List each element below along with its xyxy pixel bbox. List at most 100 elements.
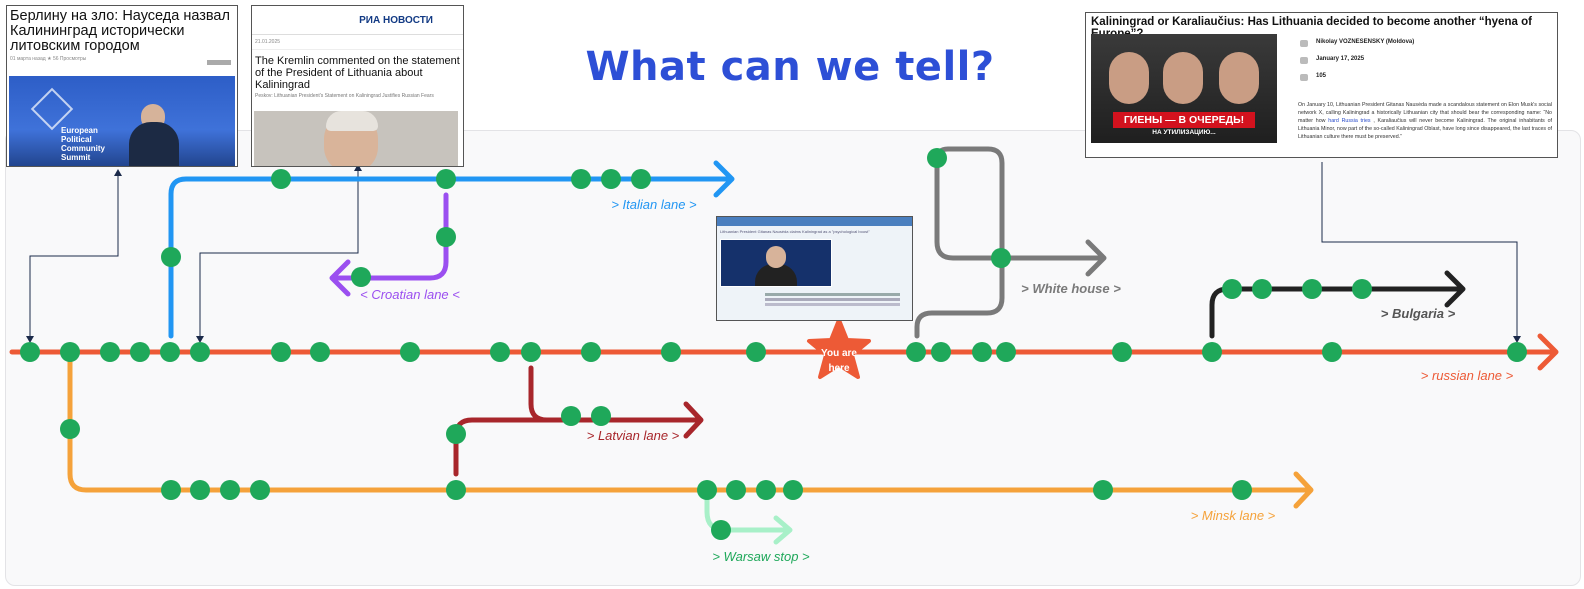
station-dot[interactable] (1507, 342, 1527, 362)
card4-face-center (1163, 52, 1203, 104)
station-dot[interactable] (927, 148, 947, 168)
station-dot[interactable] (601, 169, 621, 189)
station-dot[interactable] (591, 406, 611, 426)
station-dot[interactable] (661, 342, 681, 362)
card2-photo (254, 111, 458, 166)
card1-meta: 01 марта назад ★ 56 Просмотры (10, 56, 87, 62)
station-dot[interactable] (271, 169, 291, 189)
lane-croatian (333, 192, 449, 281)
station-dot[interactable] (130, 342, 150, 362)
article-card-berlin[interactable]: Берлину на зло: Науседа назвал Калинингр… (6, 5, 238, 167)
card1-headline: Берлину на зло: Науседа назвал Калинингр… (10, 8, 230, 54)
station-dot[interactable] (996, 342, 1016, 362)
card4-body: On January 10, Lithuanian President Gita… (1298, 101, 1552, 141)
card4-face-right (1219, 52, 1259, 104)
station-dot[interactable] (446, 424, 466, 444)
card2-headline: The Kremlin commented on the statement o… (255, 55, 460, 91)
station-dot[interactable] (310, 342, 330, 362)
station-dot[interactable] (100, 342, 120, 362)
station-dot[interactable] (161, 480, 181, 500)
station-dot[interactable] (1222, 279, 1242, 299)
card3-toolbar (717, 217, 912, 226)
you-are-here-line2: here (828, 363, 850, 374)
card2-subtitle: Peskov: Lithuanian President's Statement… (255, 93, 434, 99)
station-dot[interactable] (436, 169, 456, 189)
card4-body-part2: , Karaliaučius will never become Kalinin… (1298, 118, 1552, 140)
card4-body-link[interactable]: hard Russia tries (1328, 118, 1371, 124)
card4-body-part1: On January 10, Lithuanian President Gita… (1298, 102, 1552, 124)
connector-card2 (199, 168, 359, 342)
station-dot[interactable] (756, 480, 776, 500)
station-dot[interactable] (20, 342, 40, 362)
lane-minsk (67, 349, 1309, 493)
station-dot[interactable] (561, 406, 581, 426)
lane-bulgaria-arrow (1444, 270, 1466, 308)
calendar-icon (1300, 57, 1308, 64)
card3-body (755, 264, 797, 286)
station-dot[interactable] (1252, 279, 1272, 299)
station-dot[interactable] (931, 342, 951, 362)
card4-banner-sub: НА УТИЛИЗАЦИЮ... (1152, 129, 1216, 136)
speaker-body (129, 122, 179, 166)
station-dot[interactable] (1093, 480, 1113, 500)
station-dot[interactable] (161, 247, 181, 267)
station-dot[interactable] (906, 342, 926, 362)
lane-white-house-loop (914, 146, 1005, 339)
station-dot[interactable] (271, 342, 291, 362)
lane-italian-arrow (713, 160, 735, 198)
station-dot[interactable] (1322, 342, 1342, 362)
eye-icon (1300, 74, 1308, 81)
station-dot[interactable] (220, 480, 240, 500)
card1-tag (207, 60, 231, 65)
card4-date: January 17, 2025 (1316, 56, 1365, 62)
station-dot[interactable] (581, 342, 601, 362)
station-dot[interactable] (400, 342, 420, 362)
card2-hair (326, 111, 378, 131)
station-dot[interactable] (1232, 480, 1252, 500)
station-dot[interactable] (726, 480, 746, 500)
lane-white-house-arrow (1085, 239, 1107, 277)
station-dot[interactable] (697, 480, 717, 500)
you-are-here-line1: You are (821, 348, 857, 359)
station-dot[interactable] (631, 169, 651, 189)
label-white-house: > White house > (1021, 281, 1121, 296)
epc-logo-icon (30, 87, 74, 131)
article-card-hyena[interactable]: Kaliningrad or Karaliaučius: Has Lithuan… (1085, 12, 1558, 158)
station-dot[interactable] (160, 342, 180, 362)
lane-warsaw-arrow (773, 515, 793, 545)
station-dot[interactable] (711, 520, 731, 540)
station-dot[interactable] (783, 480, 803, 500)
station-dot[interactable] (446, 480, 466, 500)
station-dot[interactable] (972, 342, 992, 362)
lane-italian (168, 176, 731, 339)
article-card-ria[interactable]: РИА НОВОСТИ 21.01.2025 The Kremlin comme… (251, 5, 464, 167)
station-dot[interactable] (991, 248, 1011, 268)
card4-photo: ГИЕНЫ — В ОЧЕРЕДЬ! НА УТИЛИЗАЦИЮ... (1091, 34, 1277, 143)
lane-croatian-arrow (329, 259, 351, 297)
station-dot[interactable] (521, 342, 541, 362)
station-dot[interactable] (190, 480, 210, 500)
card2-date: 21.01.2025 (252, 35, 463, 50)
station-dot[interactable] (1202, 342, 1222, 362)
you-are-here-marker: You are here (807, 318, 871, 379)
label-minsk-lane: > Minsk lane > (1191, 508, 1276, 523)
station-dot[interactable] (190, 342, 210, 362)
station-dot[interactable] (1302, 279, 1322, 299)
station-dot[interactable] (351, 267, 371, 287)
station-dot[interactable] (571, 169, 591, 189)
card4-banner: ГИЕНЫ — В ОЧЕРЕДЬ! (1113, 112, 1255, 128)
station-dot[interactable] (490, 342, 510, 362)
article-card-screenshot[interactable]: Lithuanian President Gitanas Nausėda cla… (716, 216, 913, 321)
station-dot[interactable] (1112, 342, 1132, 362)
station-dot[interactable] (60, 419, 80, 439)
lane-russian-arrow (1537, 333, 1559, 371)
station-dot[interactable] (1352, 279, 1372, 299)
station-dot[interactable] (436, 227, 456, 247)
connectors (29, 162, 1518, 342)
station-dot[interactable] (60, 342, 80, 362)
station-dot[interactable] (746, 342, 766, 362)
ria-logo: РИА НОВОСТИ (359, 14, 433, 26)
card1-photo-caption: European Political Community Summit (61, 126, 105, 162)
connector-card4 (1321, 162, 1518, 342)
station-dot[interactable] (250, 480, 270, 500)
